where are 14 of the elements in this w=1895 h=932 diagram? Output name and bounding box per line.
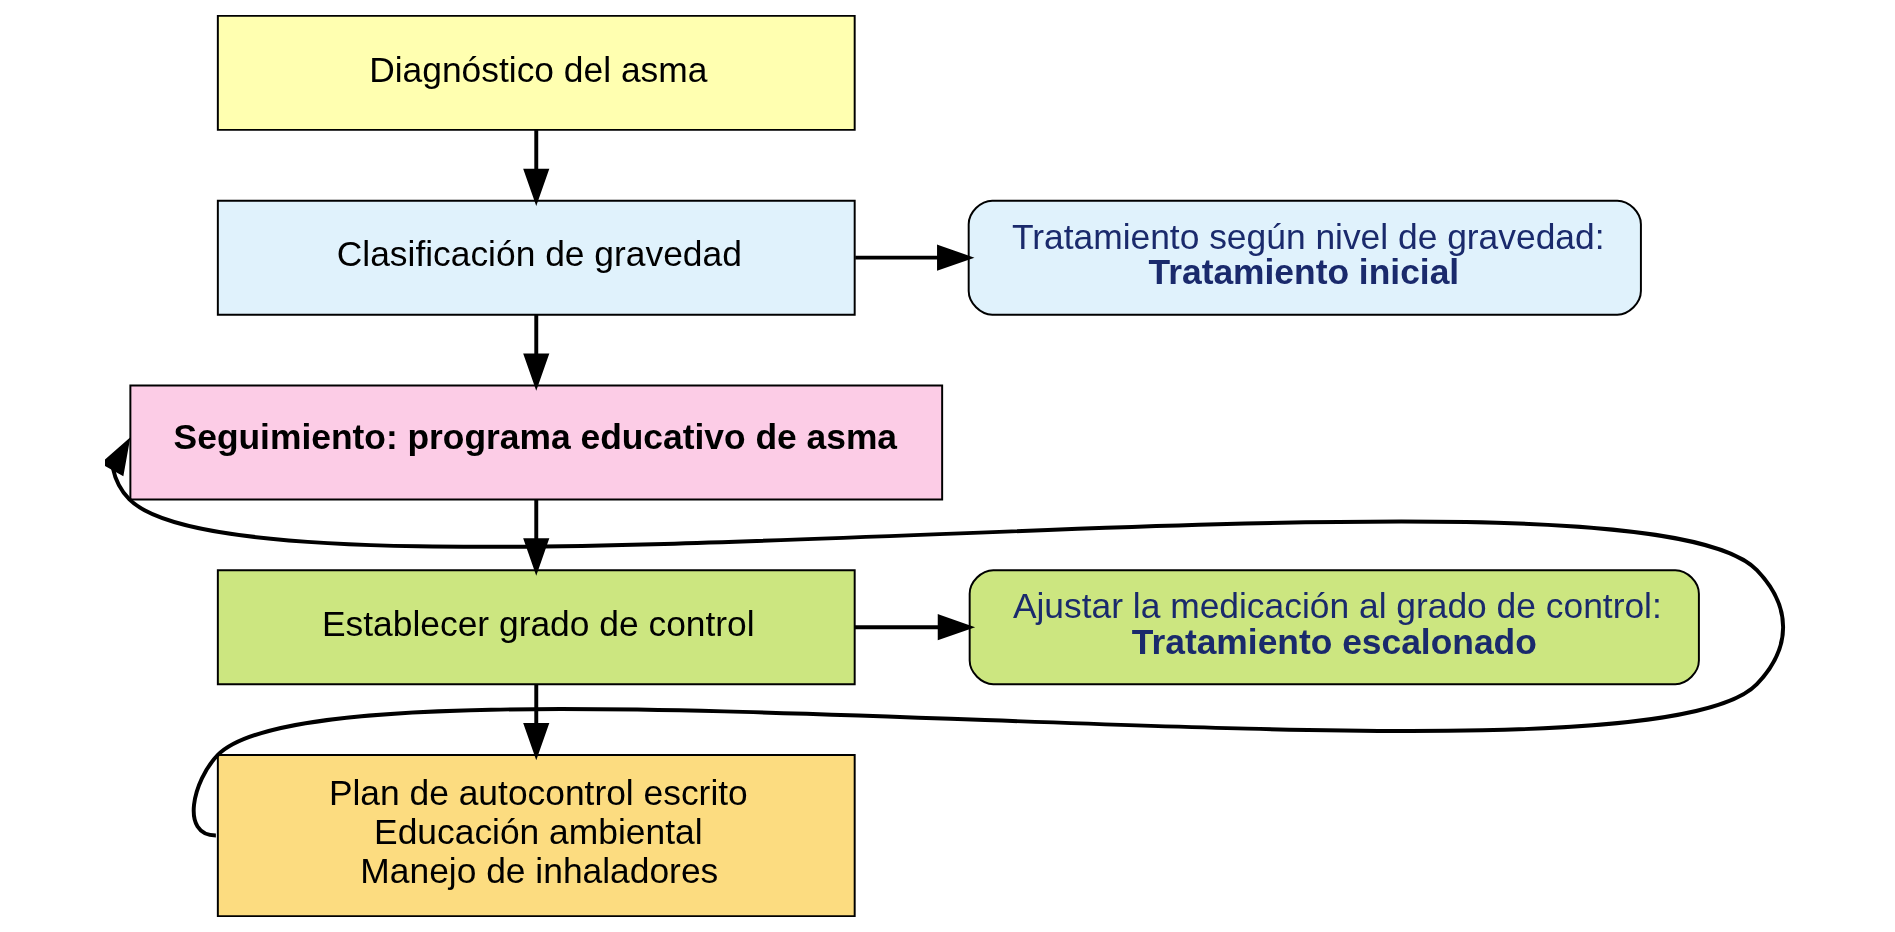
arrow xyxy=(522,130,549,207)
arrow xyxy=(522,499,549,576)
node-box: Plan de autocontrol escrito Educación ambiental Manejo de inhaladores xyxy=(216,753,856,918)
arrow xyxy=(854,244,974,271)
node-box: Clasificación de gravedad xyxy=(216,199,856,316)
arrow xyxy=(854,614,975,641)
node-box: Seguimiento: programa educativo de asma xyxy=(128,384,943,501)
node-box: Ajustar la medicación al grado de control: Tratamiento escalonado xyxy=(968,569,1700,686)
node-box: Diagnóstico del asma xyxy=(216,14,856,131)
node-box: Tratamiento según nivel de gravedad: Tratamiento inicial xyxy=(967,199,1642,316)
arrow xyxy=(522,684,549,761)
arrow xyxy=(104,437,1785,837)
node-box: Establecer grado de control xyxy=(216,569,856,686)
arrow xyxy=(522,314,549,391)
